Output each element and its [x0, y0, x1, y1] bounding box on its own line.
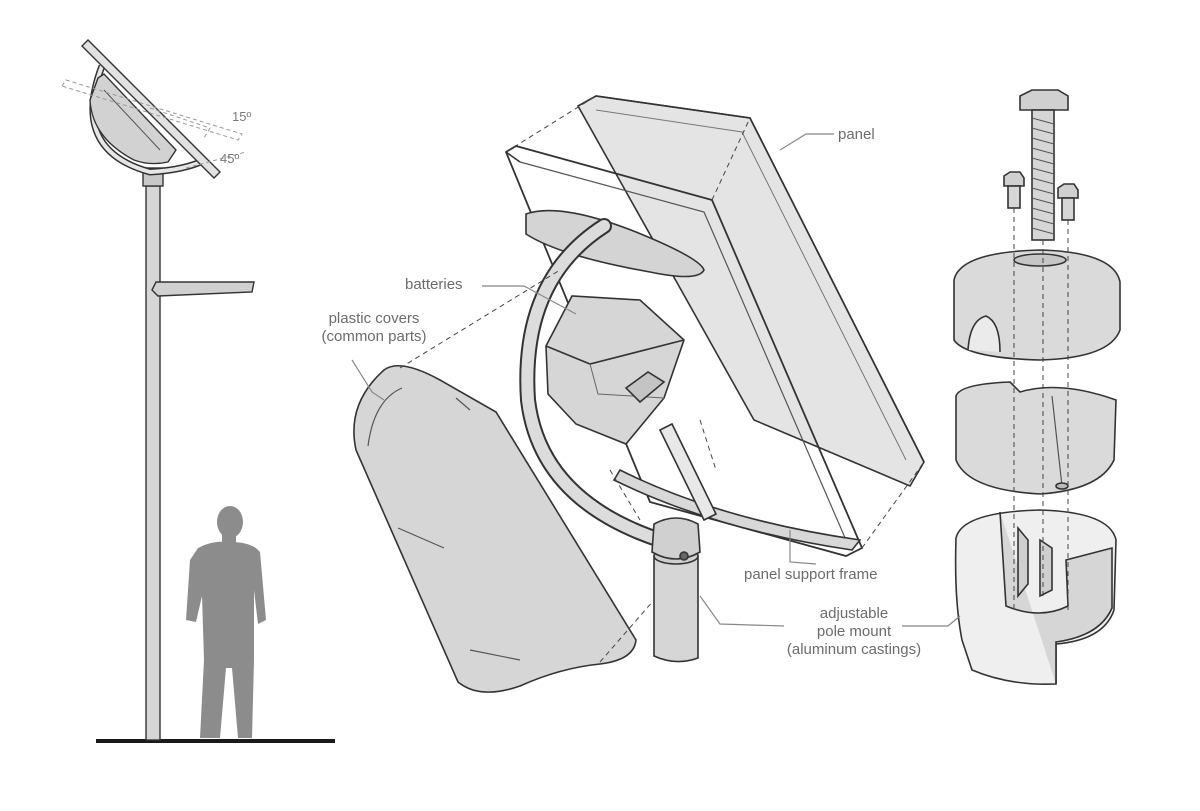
leader-panel	[779, 133, 834, 151]
label-plastic-covers: plastic covers (common parts)	[312, 310, 436, 346]
leader-pole-mount	[699, 595, 785, 627]
person-silhouette	[186, 506, 266, 738]
side-elevation	[61, 39, 335, 743]
angle-45-label: 45º	[220, 151, 240, 166]
label-pole-mount-line1: adjustable	[819, 605, 889, 622]
leader-frame	[789, 530, 817, 565]
battery-box	[545, 295, 685, 445]
leader-plastic-covers	[351, 359, 385, 401]
lamp-head	[151, 281, 255, 297]
label-panel: panel	[838, 126, 875, 143]
battery-housing	[89, 73, 177, 165]
pole-mount-top	[651, 517, 701, 560]
bottom-casting	[954, 509, 1117, 686]
leader-batteries	[482, 285, 577, 315]
pole-mount-castings	[953, 89, 1121, 686]
plastic-cover	[353, 364, 637, 693]
leader-lines	[351, 133, 961, 627]
pole	[145, 185, 161, 741]
solar-panel-side	[81, 39, 221, 179]
tilt-15-outline	[61, 79, 243, 141]
main-bolt	[1019, 89, 1069, 241]
exploded-assembly	[353, 95, 925, 693]
small-bolt-right	[1057, 183, 1079, 221]
label-pole-mount-line3: (aluminum castings)	[786, 641, 922, 658]
middle-casting	[955, 381, 1117, 495]
label-plastic-covers-line1: plastic covers	[328, 310, 420, 327]
label-pole-mount-line2: pole mount	[816, 623, 892, 640]
top-casting	[953, 249, 1121, 361]
label-plastic-covers-line2: (common parts)	[321, 328, 427, 345]
angle-15-label: 15º	[232, 109, 252, 124]
pole-stub	[653, 555, 699, 663]
label-pole-mount: adjustable pole mount (aluminum castings…	[784, 605, 924, 659]
label-batteries: batteries	[405, 276, 463, 293]
leader-castings	[902, 615, 961, 627]
small-bolt-left	[1003, 171, 1025, 209]
label-panel-support-frame: panel support frame	[744, 566, 878, 583]
